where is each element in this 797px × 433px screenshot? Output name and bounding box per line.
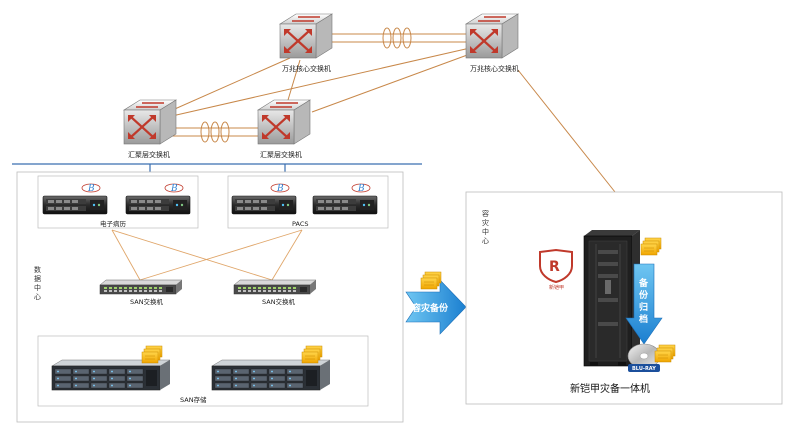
svg-text:份: 份 xyxy=(639,289,649,301)
aggregation-switch-right-label: 汇聚层交换机 xyxy=(260,150,302,159)
dr-center-label: 容 灾 中 心 xyxy=(482,209,489,245)
core-links xyxy=(167,33,616,193)
san-switch-left-label: SAN交换机 xyxy=(130,297,164,306)
svg-text:档: 档 xyxy=(639,313,648,325)
svg-text:灾: 灾 xyxy=(482,218,489,227)
dr-transfer-label: 容灾备份 xyxy=(411,302,449,314)
core-switch-left xyxy=(278,12,334,60)
emr-server-1 xyxy=(42,195,108,215)
aggregation-switch-left-label: 汇聚层交换机 xyxy=(128,150,170,159)
server-group-emr-label: 电子病历 xyxy=(100,219,127,228)
svg-text:归: 归 xyxy=(639,301,648,313)
svg-text:中: 中 xyxy=(482,227,489,236)
aggregation-switch-right xyxy=(256,98,312,146)
aggregation-switch-left xyxy=(122,98,178,146)
dr-transfer-arrow: 容灾备份 xyxy=(405,279,467,335)
storage-array-right xyxy=(211,359,331,391)
brand-logo-icon: R xyxy=(539,248,573,284)
san-switch-right xyxy=(233,279,317,295)
svg-text:心: 心 xyxy=(34,293,41,301)
link-bundle-rings xyxy=(200,27,412,143)
core-switch-right-label: 万兆核心交换机 xyxy=(470,64,519,73)
svg-text:容: 容 xyxy=(482,209,489,218)
svg-text:数: 数 xyxy=(34,265,41,274)
blu-ray-label: BLU-RAY xyxy=(632,366,656,372)
svg-text:据: 据 xyxy=(34,274,41,283)
svg-text:中: 中 xyxy=(34,283,41,292)
san-cross-links xyxy=(111,229,303,281)
dr-appliance-rack xyxy=(583,230,640,367)
svg-text:心: 心 xyxy=(482,237,489,245)
brand-logo-text: 新铠甲 xyxy=(549,284,564,291)
backup-archive-arrow: 备 份 归 档 xyxy=(625,263,663,345)
data-center-label: 数 据 中 心 xyxy=(34,265,41,301)
server-group-pacs-label: PACS xyxy=(292,220,309,228)
dr-appliance-label: 新铠甲灾备一体机 xyxy=(570,382,650,395)
san-switch-right-label: SAN交换机 xyxy=(262,297,296,306)
core-switch-right xyxy=(464,12,520,60)
transfer-folder-icon xyxy=(420,271,442,290)
core-switch-left-label: 万兆核心交换机 xyxy=(282,64,331,73)
svg-text:R: R xyxy=(549,259,560,275)
san-switch-left xyxy=(99,279,183,295)
storage-array-left xyxy=(51,359,171,391)
emr-server-2 xyxy=(125,195,191,215)
san-storage-label: SAN存储 xyxy=(180,395,207,404)
pacs-server-1 xyxy=(231,195,297,215)
svg-text:备: 备 xyxy=(638,277,649,289)
pacs-server-2 xyxy=(312,195,378,215)
